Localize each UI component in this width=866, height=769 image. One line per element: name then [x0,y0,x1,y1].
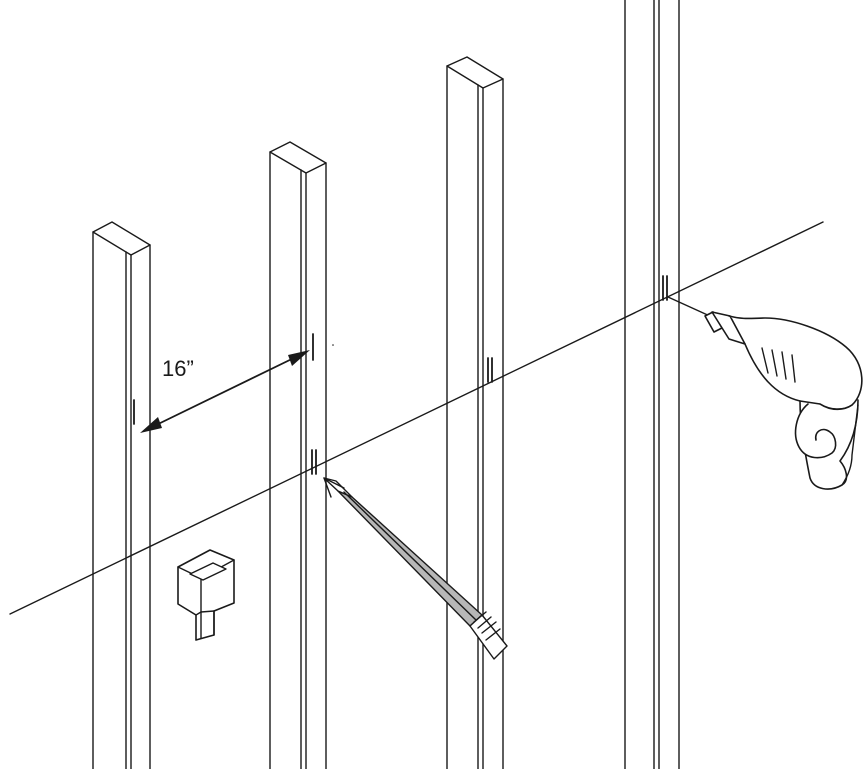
stud-finder-icon [177,549,235,641]
dimension-label: 16” [162,356,194,381]
wall-stud-3 [446,56,504,769]
wall-stud-2 [269,141,327,769]
wall-stud-4 [624,0,680,769]
pencil-icon [323,477,508,660]
drill-icon [667,296,863,490]
level-line [9,221,824,615]
dimension-arrow [140,350,310,433]
stud-marks [133,275,668,475]
wall-stud-1 [92,221,151,769]
